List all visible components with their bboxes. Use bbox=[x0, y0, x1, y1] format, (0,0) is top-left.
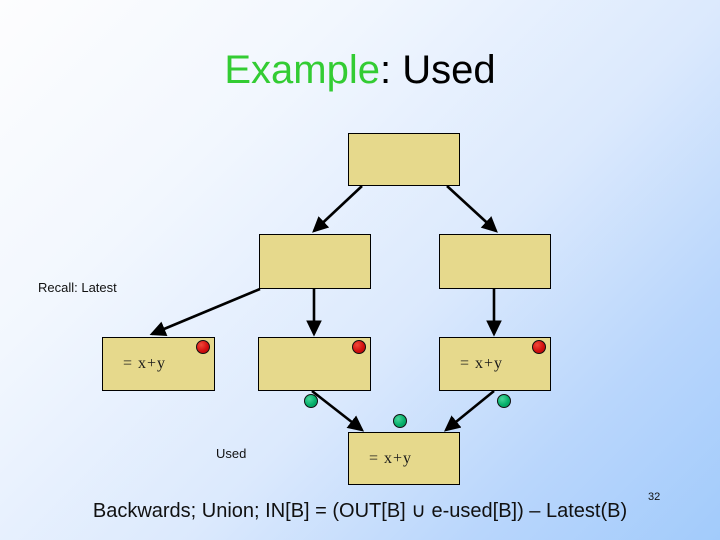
edge-b5-b7 bbox=[311, 389, 365, 432]
latest-marker-red-2 bbox=[352, 340, 366, 354]
edge-b2-b4 bbox=[149, 287, 261, 337]
caption-used: Used bbox=[216, 446, 247, 461]
latest-marker-red-1 bbox=[196, 340, 210, 354]
flow-node-b4-label: = x+y bbox=[123, 355, 167, 372]
footer-text: Backwards; Union; IN[B] = (OUT[B] ∪ e-us… bbox=[92, 500, 628, 522]
edge-b1-b3 bbox=[446, 185, 498, 233]
caption-recall-latest: Recall: Latest bbox=[38, 280, 117, 295]
used-marker-green-3 bbox=[497, 394, 511, 408]
flow-node-b1[interactable] bbox=[348, 133, 460, 186]
edge-b1-b2 bbox=[312, 185, 363, 233]
page-title: Example: Used bbox=[0, 46, 720, 94]
title-highlight: Example bbox=[224, 48, 380, 92]
flow-node-b6-label: = x+y bbox=[460, 355, 504, 372]
edge-b6-b7 bbox=[443, 389, 495, 432]
title-rest: : Used bbox=[380, 48, 496, 92]
flow-node-b3[interactable] bbox=[439, 234, 551, 289]
flow-node-b7[interactable]: = x+y bbox=[348, 432, 460, 485]
latest-marker-red-3 bbox=[532, 340, 546, 354]
used-marker-green-2 bbox=[393, 414, 407, 428]
page-number: 32 bbox=[648, 491, 661, 503]
flow-node-b7-label: = x+y bbox=[369, 449, 413, 467]
flow-node-b2[interactable] bbox=[259, 234, 371, 289]
used-marker-green-1 bbox=[304, 394, 318, 408]
